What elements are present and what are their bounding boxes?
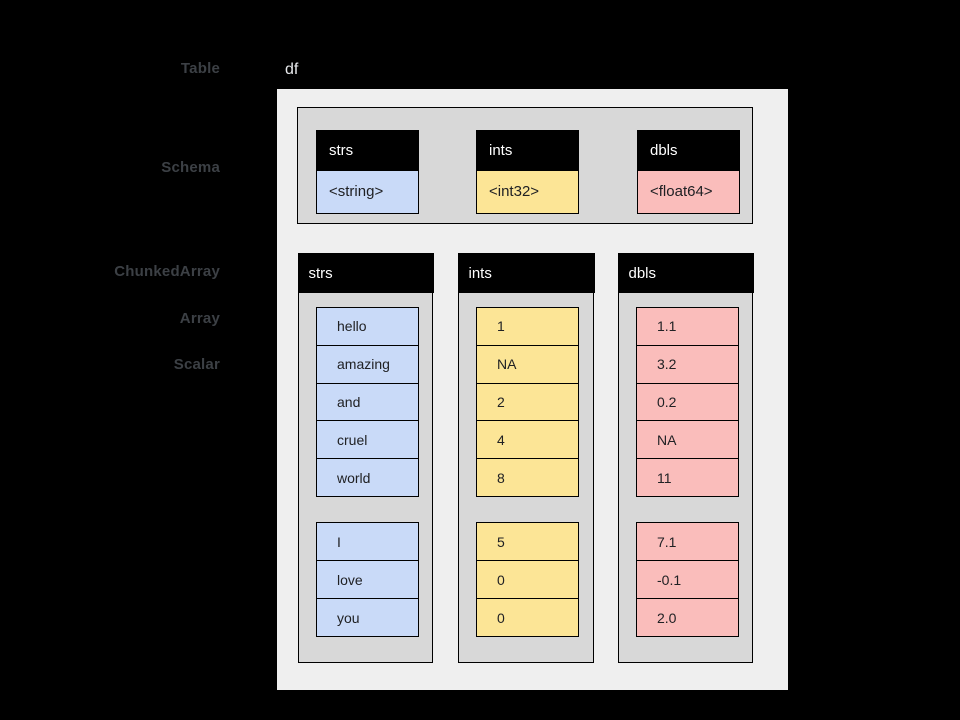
schema-field-ints: ints <int32> (476, 130, 579, 214)
scalar-cell: 0.2 (636, 382, 739, 422)
scalar-cell: 11 (636, 458, 739, 497)
scalar-cell: love (316, 560, 419, 599)
schema-box: strs <string> ints <int32> dbls <float64… (297, 107, 753, 224)
column-name: dbls (617, 252, 754, 293)
schema-field-dbls: dbls <float64> (637, 130, 740, 214)
array-chunk: 7.1 -0.1 2.0 (636, 522, 739, 637)
scalar-cell: 2 (476, 382, 579, 422)
array-chunk: 5 0 0 (476, 522, 579, 637)
label-chunkedarray: ChunkedArray (114, 263, 220, 280)
chunkedarray-ints: ints 1 NA 2 4 8 5 0 0 (457, 252, 595, 663)
label-schema: Schema (161, 159, 220, 176)
scalar-cell: 0 (476, 598, 579, 637)
scalar-cell: 1.1 (636, 307, 739, 346)
table-box: strs <string> ints <int32> dbls <float64… (277, 89, 788, 690)
schema-field-type: <float64> (638, 171, 739, 213)
scalar-cell: 0 (476, 560, 579, 599)
scalar-cell: 7.1 (636, 522, 739, 561)
array-chunk: 1.1 3.2 0.2 NA 11 (636, 307, 739, 497)
schema-field-strs: strs <string> (316, 130, 419, 214)
scalar-cell: 2.0 (636, 598, 739, 637)
label-table: Table (180, 60, 220, 77)
chunkedarray-strs: strs hello amazing and cruel world I lov… (297, 252, 434, 663)
scalar-cell: 5 (476, 522, 579, 561)
scalar-cell: and (316, 382, 419, 422)
label-scalar: Scalar (173, 356, 220, 373)
scalar-cell: cruel (316, 420, 419, 460)
array-chunk: I love you (316, 522, 419, 637)
scalar-cell: world (316, 458, 419, 497)
column-name: ints (457, 252, 595, 293)
scalar-cell: 1 (476, 307, 579, 346)
scalar-cell: hello (316, 307, 419, 346)
scalar-cell: NA (636, 420, 739, 460)
column-name: strs (297, 252, 434, 293)
scalar-cell: you (316, 598, 419, 637)
array-chunk: hello amazing and cruel world (316, 307, 419, 497)
scalar-cell: I (316, 522, 419, 561)
schema-field-name: ints (477, 131, 578, 171)
chunkedarray-dbls: dbls 1.1 3.2 0.2 NA 11 7.1 -0.1 2.0 (617, 252, 754, 663)
scalar-cell: 4 (476, 420, 579, 460)
label-array: Array (179, 310, 220, 327)
schema-field-type: <int32> (477, 171, 578, 213)
schema-field-name: strs (317, 131, 418, 171)
scalar-cell: 3.2 (636, 344, 739, 384)
table-name: df (285, 61, 299, 78)
scalar-cell: NA (476, 344, 579, 384)
schema-field-type: <string> (317, 171, 418, 213)
scalar-cell: 8 (476, 458, 579, 497)
schema-field-name: dbls (638, 131, 739, 171)
array-chunk: 1 NA 2 4 8 (476, 307, 579, 497)
scalar-cell: -0.1 (636, 560, 739, 599)
scalar-cell: amazing (316, 344, 419, 384)
